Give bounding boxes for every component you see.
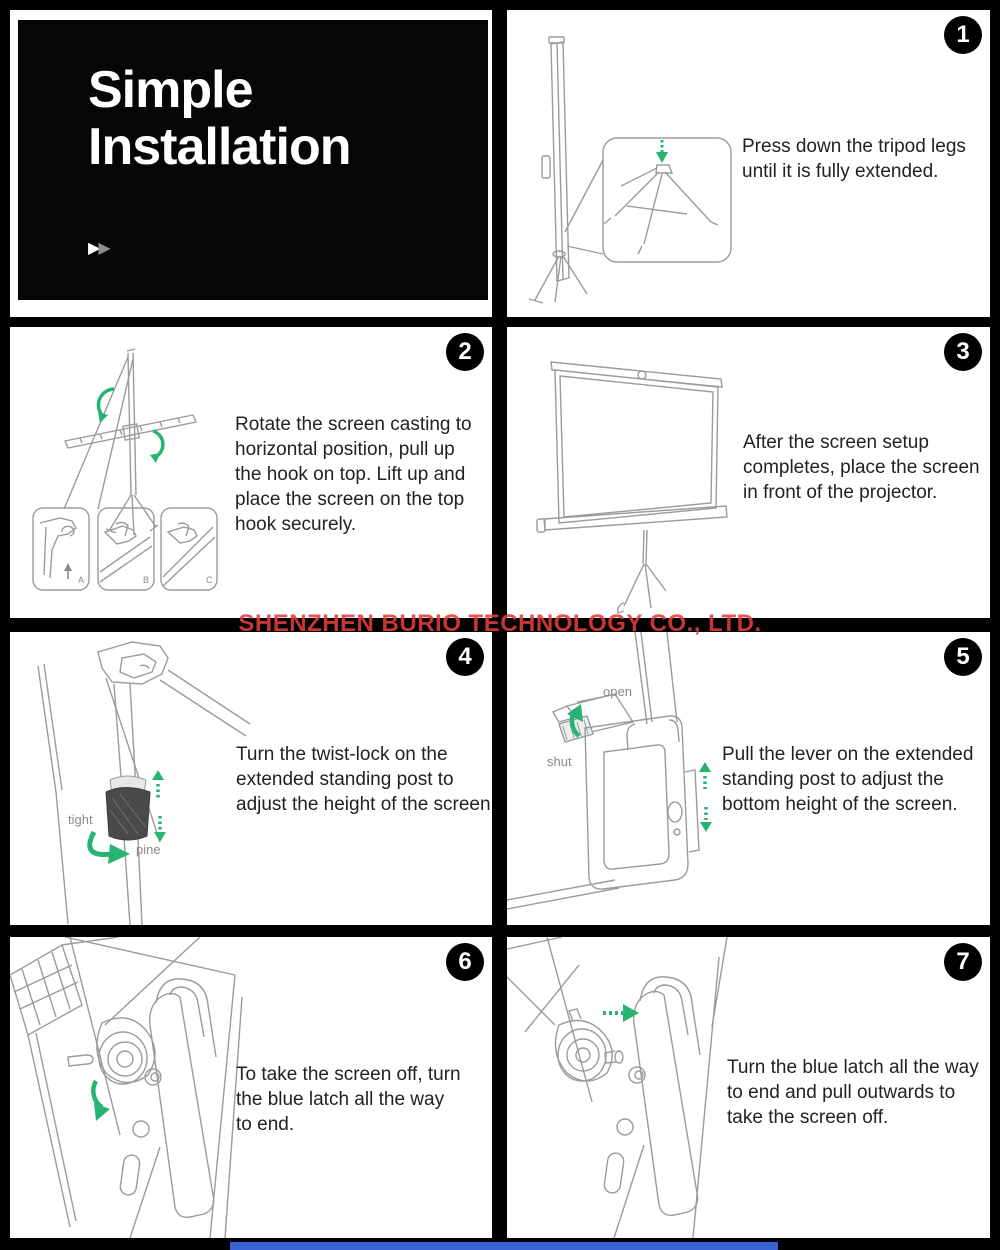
step-5-panel: open shut 5 Pull the lever on the extend… (507, 632, 990, 925)
rotate-casing-illustration (32, 348, 218, 591)
open-label: open (603, 684, 632, 699)
hero-black-box: Simple Installation ▶▶ (18, 20, 488, 300)
page-title: Simple Installation (88, 61, 351, 177)
step-number-badge: 5 (944, 638, 982, 676)
height-adjust-arrows-icon (152, 770, 166, 842)
step-7-panel: 7 Turn the blue latch all the way to end… (507, 937, 990, 1238)
pine-label: pine (136, 842, 161, 857)
latch-turn-arrow-icon (91, 1079, 110, 1121)
lever-illustration (507, 632, 712, 910)
step-number: 4 (458, 643, 472, 670)
play-icon: ▶ (98, 240, 110, 257)
bottom-height-arrows-icon (699, 762, 712, 832)
step-number-badge: 6 (446, 943, 484, 981)
press-down-arrow-icon (656, 140, 668, 163)
callout-label-a: A (78, 575, 85, 585)
lever-open-arrow-icon (567, 704, 583, 738)
step-number: 2 (458, 338, 472, 365)
tight-label: tight (68, 812, 93, 827)
screen-setup-illustration (536, 361, 728, 614)
step-number: 3 (956, 338, 970, 365)
shut-label: shut (547, 754, 572, 769)
step-number-badge: 3 (944, 333, 982, 371)
play-icon: ▶ (88, 240, 100, 257)
step-6-panel: 6 To take the screen off, turn the blue … (10, 937, 492, 1238)
watermark-text: SHENZHEN BURIO TECHNOLOGY CO., LTD. (238, 610, 762, 637)
step-3-panel: 3 After the screen setup completes, plac… (507, 327, 990, 618)
step-number-badge: 2 (446, 333, 484, 371)
step-4-panel: tight pine 4 Turn the twist-lock on the … (10, 632, 492, 925)
step-instruction: Rotate the screen casting to horizontal … (235, 414, 472, 535)
twist-lock-illustration (37, 641, 251, 925)
play-arrows-icon: ▶▶ (88, 238, 111, 258)
step-instruction: After the screen setup completes, place … (743, 432, 980, 503)
step-instruction: To take the screen off, turn the blue la… (236, 1064, 461, 1135)
callout-label-c: C (206, 575, 213, 585)
latch-closeup-illustration (10, 937, 243, 1238)
step-number: 5 (956, 643, 970, 670)
step-number: 1 (956, 21, 970, 48)
step-instruction: Press down the tripod legs until it is f… (742, 136, 966, 182)
folded-tripod-illustration (528, 36, 732, 304)
hero-panel: Simple Installation ▶▶ (10, 10, 492, 317)
step-number: 6 (458, 948, 472, 975)
step-instruction: Turn the twist-lock on the extended stan… (236, 744, 492, 815)
step-number: 7 (956, 948, 970, 975)
pull-out-arrow-icon (603, 1004, 639, 1022)
pull-latch-illustration (507, 937, 728, 1238)
step-number-badge: 4 (446, 638, 484, 676)
step-1-panel: 1 Press down the tripod legs until it is… (507, 10, 990, 317)
step-instruction: Pull the lever on the extended standing … (722, 744, 974, 815)
step-number-badge: 7 (944, 943, 982, 981)
twist-lock-knob (105, 775, 151, 841)
twist-arrow-icon (87, 830, 130, 864)
step-number-badge: 1 (944, 16, 982, 54)
step-2-panel: A B C 2 Rotate the screen casting to hor… (10, 327, 492, 618)
callout-label-b: B (143, 575, 150, 585)
step-instruction: Turn the blue latch all the way to end a… (727, 1057, 979, 1128)
progress-bar (230, 1242, 778, 1250)
